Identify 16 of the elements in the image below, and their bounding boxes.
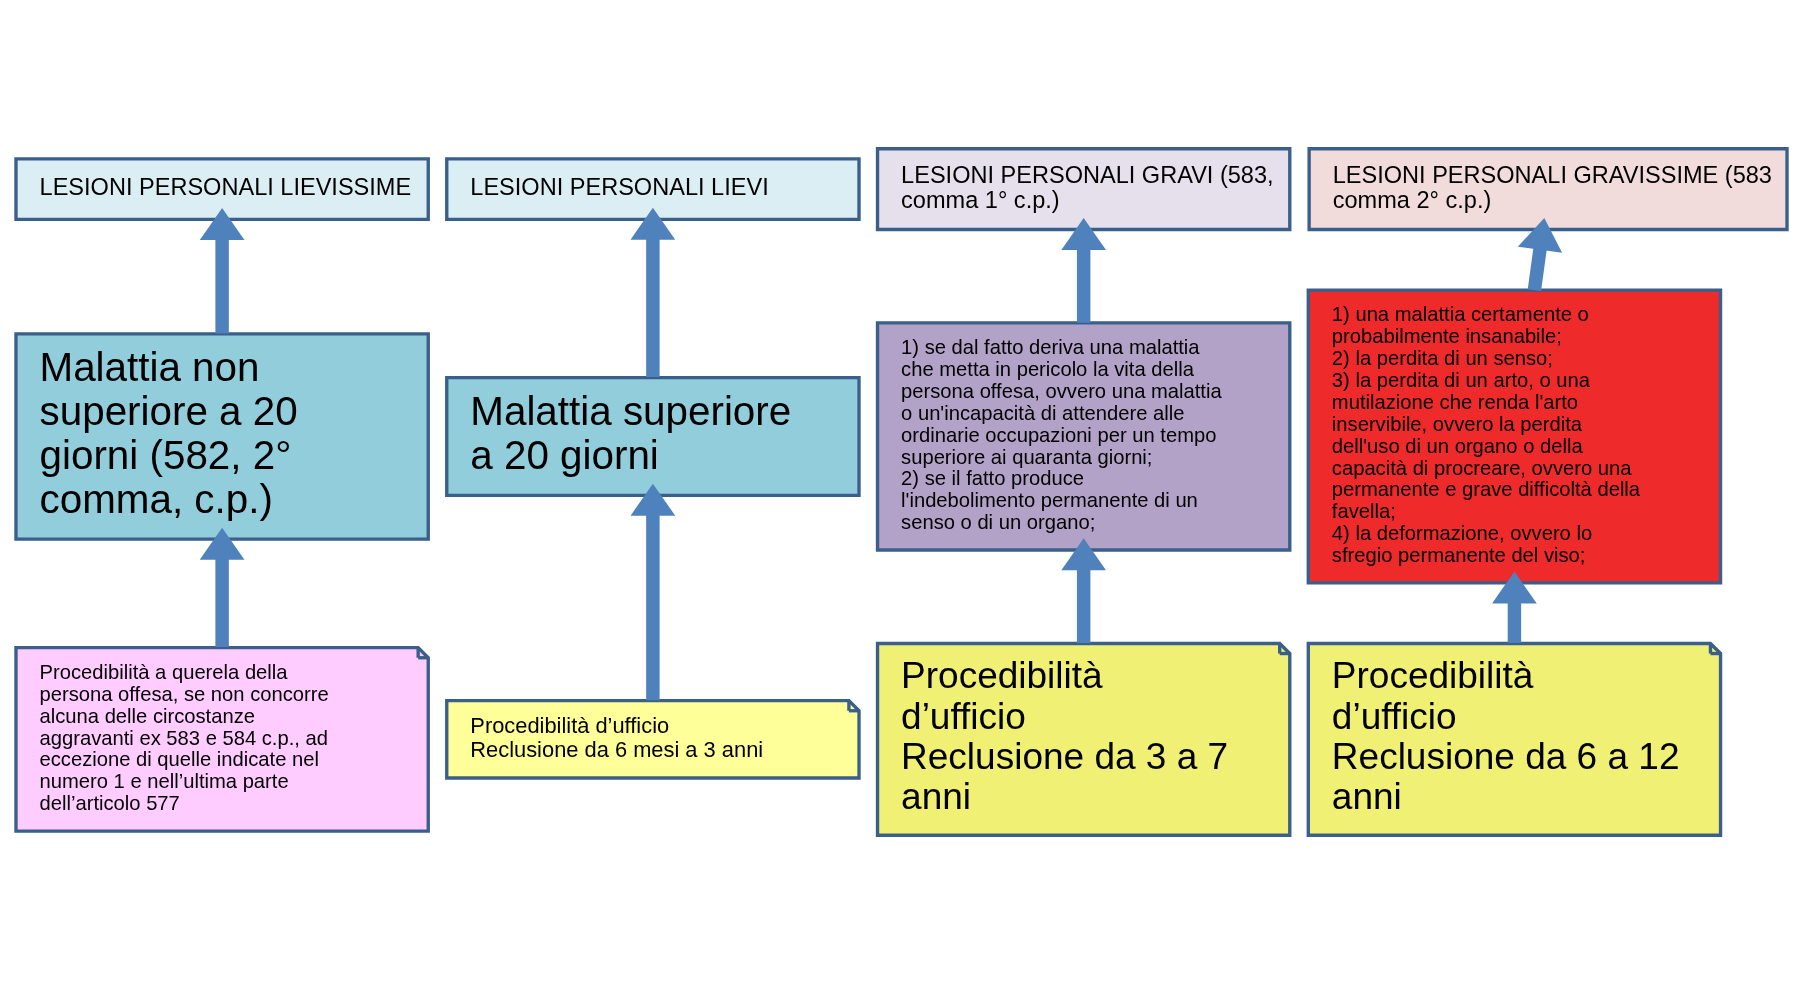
arrow: [630, 207, 676, 377]
node-box: Malattia non superiore a 20 giorni (582, 2° comma, c.p.): [14, 332, 430, 541]
arrow: [630, 483, 676, 701]
arrow: [199, 208, 245, 334]
node-box: LESIONI PERSONALI GRAVISSIME (583 comma 2° c.p.): [1307, 147, 1789, 232]
arrow: [1061, 218, 1106, 323]
node-box: Malattia superiore a 20 giorni: [445, 375, 861, 498]
arrow: [1492, 571, 1537, 643]
arrow: [199, 527, 245, 647]
node-box: LESIONI PERSONALI GRAVI (583, comma 1° c.p.): [875, 147, 1292, 232]
node-box: LESIONI PERSONALI LIEVISSIME: [14, 157, 430, 222]
node-box: 1) una malattia certamente o probabilmente insanabile; 2) la perdita di un senso; 3) la perdita di un arto, o una mutilazione che renda l'arto inservibile, ovvero la perdita dell'uso di un organo o della capacità di procreare, ovvero una permanente e grave difficoltà della favella; 4) la deformazione, ovvero lo sfregio permanente del viso;: [1306, 288, 1723, 585]
node-box: LESIONI PERSONALI LIEVI: [445, 157, 861, 222]
arrow: [1517, 218, 1563, 291]
arrow: [1061, 538, 1106, 643]
node-box: 1) se dal fatto deriva una malattia che metta in pericolo la vita della persona offesa, ovvero una malattia o un'incapacità di attendere alle ordinarie occupazioni per un tempo superiore ai quaranta giorni; 2) se il fatto produce l'indebolimento permanente di un senso o di un organo;: [875, 321, 1292, 552]
